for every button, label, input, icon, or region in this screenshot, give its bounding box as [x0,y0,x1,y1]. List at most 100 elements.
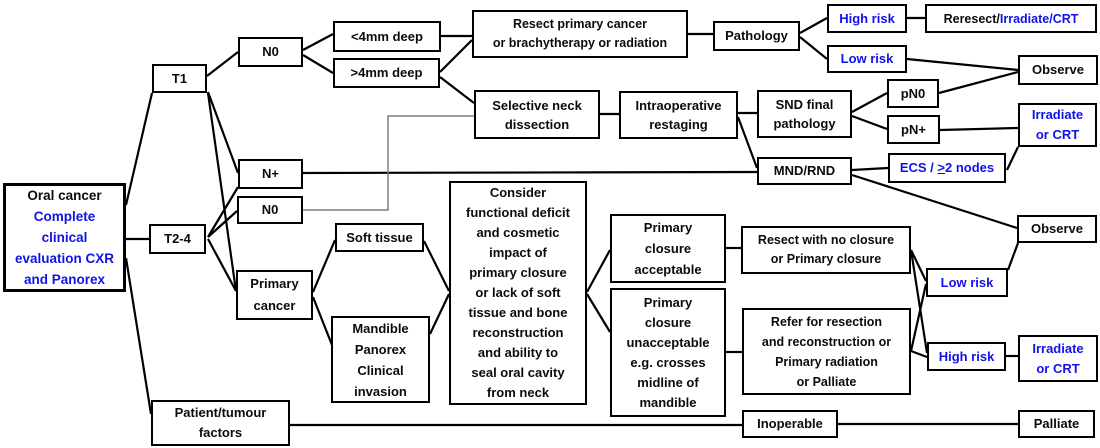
node-observe-middle: Observe [1017,215,1097,243]
connector-line [799,36,828,60]
label-text: Primary [643,294,693,310]
label-text: or brachytherapy or radiation [492,36,668,50]
label-text: High risk [938,348,995,364]
node-n0-upper: N0 [238,37,303,67]
connector-line [302,54,334,74]
connector-line [909,283,928,352]
node-label: pN+ [891,122,936,138]
connector-line [851,166,889,172]
label-text: functional deficit [466,205,570,220]
connector-line [124,257,153,415]
connector-line [206,92,238,292]
connector-line [851,114,888,131]
label-text: Primary radiation [775,354,878,369]
label-text: Low risk [840,51,894,66]
label-text: 2 nodes [945,160,995,175]
connector-line [311,296,334,346]
node-label: MND/RND [761,163,848,179]
connector-line [910,249,927,282]
label-text: MND/RND [773,163,836,178]
label-text: clinical [41,230,88,245]
node-n-plus: N+ [238,159,303,189]
label-text: Resect primary cancer [512,17,648,31]
connector-line [439,39,473,73]
connector-line [938,70,1019,95]
node-label: T1 [156,71,203,87]
label-text: tissue and bone [468,305,568,320]
label-text: T2-4 [164,231,191,246]
label-text: Primary [643,220,693,235]
node-more-4mm-deep: >4mm deep [333,58,440,88]
label-text: or CRT [1036,360,1080,376]
connector-line [429,293,450,335]
label-text: restaging [649,117,708,132]
node-reresect: Reresect/Irradiate/CRT [925,4,1097,33]
connector-line [910,349,928,359]
label-text: Irradiate [1031,107,1084,122]
node-label: Pathology [717,28,796,44]
label-text: evaluation CXR [14,251,115,266]
node-label: Irradiate or CRT [1022,339,1094,379]
label-text: > [937,160,946,175]
label-text: unacceptable [626,334,710,350]
connector-line [909,249,929,354]
node-high-risk-top: High risk [827,4,907,33]
node-pn-plus: pN+ [887,115,940,144]
label-text: Soft tissue [346,229,413,245]
connector-line [302,33,334,51]
connector-line [851,173,1018,230]
label-text: invasion [354,383,407,399]
label-text: T1 [171,70,188,86]
connector-line [586,293,611,333]
connector-line [207,186,239,238]
label-text: N0 [262,44,279,59]
label-text: dissection [504,116,570,132]
label-text: Oral cancer [27,188,102,203]
node-label: Irradiate or CRT [1022,105,1093,145]
node-high-risk-bottom: High risk [927,342,1006,371]
label-text: Mandible [352,320,409,336]
label-text: or Primary closure [770,252,882,266]
node-label: Selective neck dissection [478,96,596,134]
label-text: Irradiate [1032,340,1084,356]
connector-line [939,126,1019,132]
node-label: High risk [831,11,903,27]
label-text: <4mm deep [351,28,423,44]
node-label: Reresect/Irradiate/CRT [929,11,1093,27]
connector-line [736,116,759,169]
label-text: closure [644,314,692,330]
node-pn0: pN0 [887,79,939,108]
label-text: Inoperable [757,416,823,431]
node-label: <4mm deep [337,29,437,45]
node-label: N0 [242,44,299,60]
node-label: pN0 [891,86,935,102]
node-label: Observe [1022,62,1094,78]
label-text: Consider [489,185,547,200]
label-text: Selective neck [492,97,582,113]
connector-line [303,115,474,211]
label-text: Observe [1031,62,1085,77]
label-text: closure [644,241,692,256]
label-text: and cosmetic [476,225,560,240]
label-text: pathology [773,116,836,131]
connector-line [439,76,475,104]
label-text: or CRT [1035,127,1080,142]
connector-line [586,249,611,293]
label-text: pN0 [900,85,926,101]
connector-line [906,57,1019,72]
node-label: Resect primary cancer or brachytherapy or… [476,15,684,53]
label-text: primary closure [469,265,567,280]
